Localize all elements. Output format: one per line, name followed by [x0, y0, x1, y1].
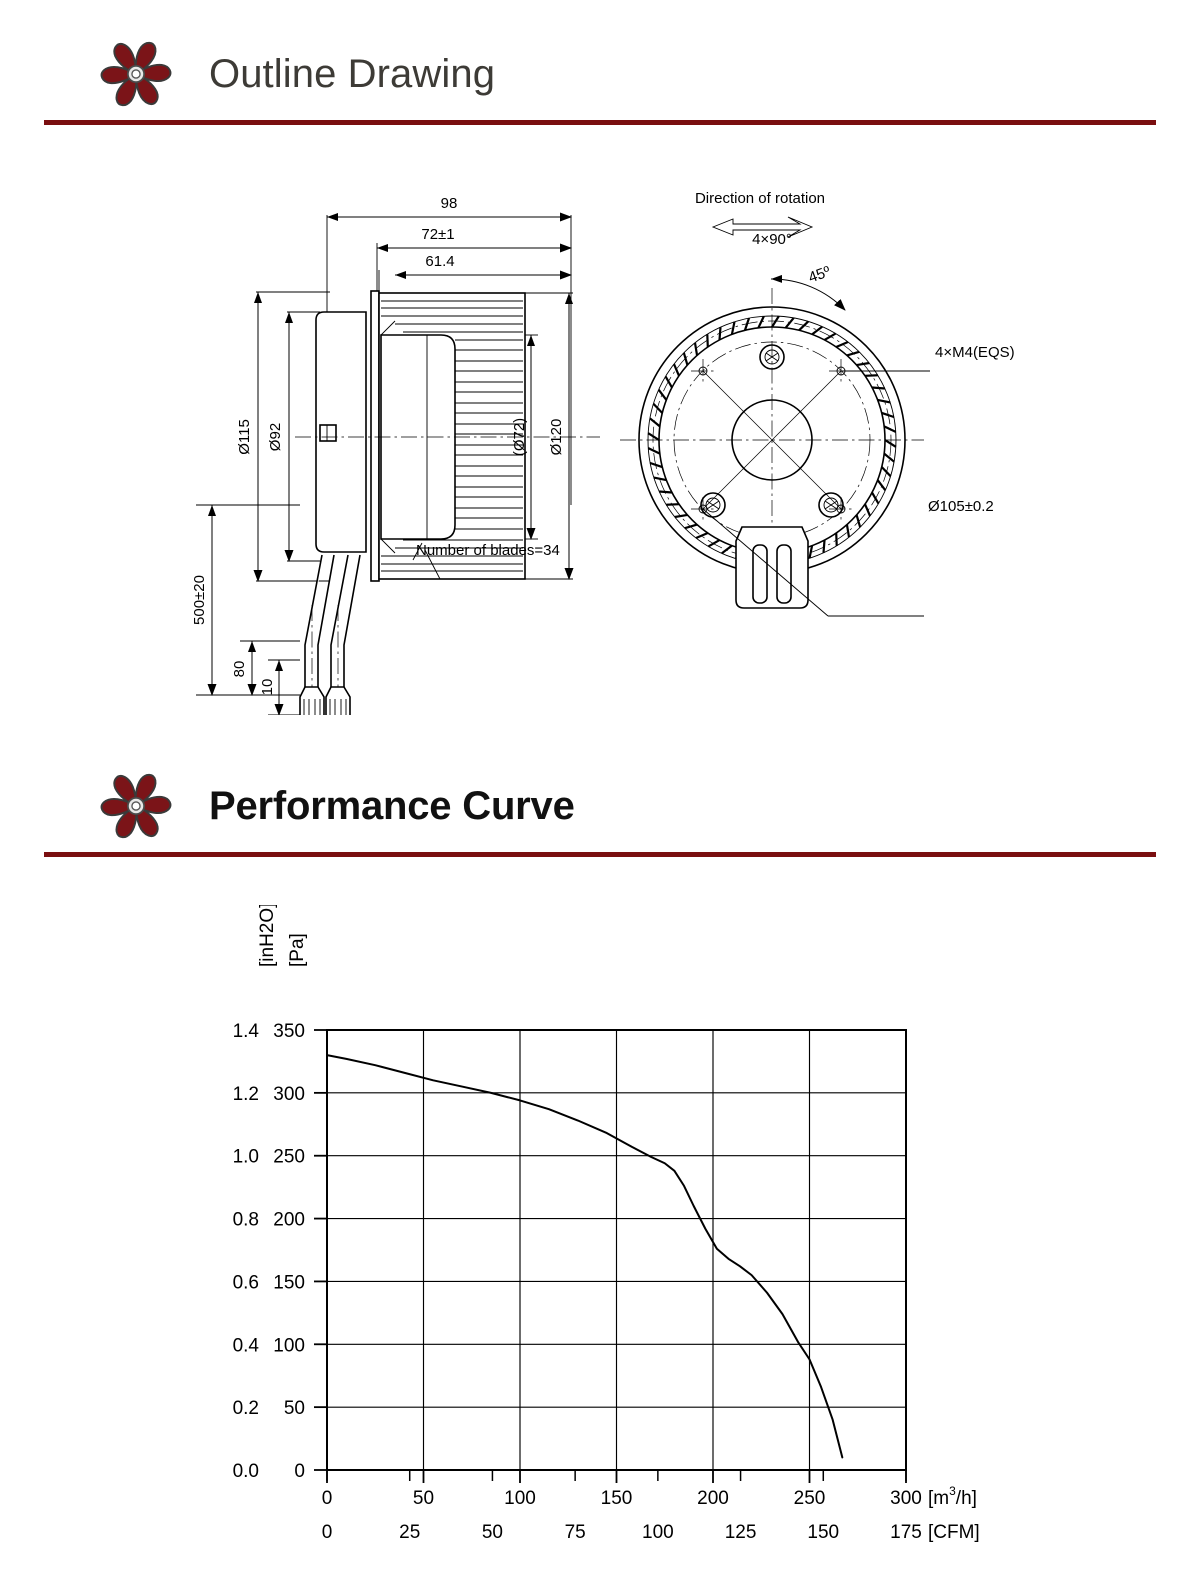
performance-curve-section-header: Performance Curve: [44, 760, 1156, 857]
page-title-performance: Performance Curve: [209, 783, 575, 828]
dim-80: 80: [231, 640, 300, 696]
fan-impeller-icon: [100, 41, 172, 107]
dim-label-72pm1: 72±1: [421, 226, 454, 243]
y-axis-unit-pa: [Pa]: [287, 933, 308, 967]
callout-label-dia105: Ø105±0.2: [928, 498, 994, 515]
x-tick-label-m3h: 0: [322, 1488, 333, 1509]
callout-dia105: Ø105±0.2: [702, 498, 994, 617]
y-tick-label-pa: 0: [294, 1461, 305, 1482]
rotation-note-label: Direction of rotation: [695, 190, 825, 207]
dim-label-dia115: Ø115: [236, 419, 253, 455]
dim-label-80: 80: [231, 661, 248, 678]
y-tick-label-pa: 350: [273, 1021, 305, 1042]
x-tick-label-m3h: 150: [601, 1488, 633, 1509]
chart-y-axis: 0 0.0 50 0.2 100 0.4 150 0.6 200 0.8 250 1.0 300 1.2 3…: [233, 1021, 327, 1482]
x-tick-label-m3h: 100: [504, 1488, 536, 1509]
dim-label-10: 10: [259, 679, 276, 696]
x-tick-label-cfm: 175: [890, 1522, 922, 1543]
y-tick-label-pa: 300: [273, 1084, 305, 1105]
y-tick-label-inh2o: 0.2: [233, 1398, 259, 1419]
y-tick-label-pa: 150: [273, 1272, 305, 1293]
side-section-view: 98 72±1 61.4: [191, 195, 600, 715]
y-axis-unit-inh2o: [inH2O]: [257, 905, 278, 967]
y-tick-label-inh2o: 1.0: [233, 1147, 259, 1168]
dim-dia92: Ø92: [267, 311, 320, 562]
y-tick-label-inh2o: 0.8: [233, 1210, 259, 1231]
x-axis-unit-cfm: [CFM]: [928, 1522, 980, 1543]
y-tick-label-pa: 200: [273, 1210, 305, 1231]
dim-label-45: 45º: [806, 263, 833, 287]
dim-61-4: 61.4: [395, 253, 572, 280]
mounting-screws: [700, 344, 844, 518]
x-tick-label-m3h: 250: [794, 1488, 826, 1509]
outline-drawing-canvas: 98 72±1 61.4: [0, 175, 1200, 715]
chart-gridlines: [327, 1030, 906, 1470]
x-tick-label-cfm: 100: [642, 1522, 674, 1543]
performance-chart-svg: 00.0500.21000.41500.62000.82501.03001.23…: [233, 905, 980, 1543]
dim-label-dia72: (Ø72): [511, 418, 528, 456]
dim-label-4x90: 4×90°: [752, 231, 792, 248]
outline-header-divider: [44, 120, 1156, 125]
y-tick-label-inh2o: 0.4: [233, 1335, 260, 1356]
dim-10: 10: [259, 659, 300, 715]
dim-label-dia92: Ø92: [267, 423, 284, 451]
impeller-blade-ring: [647, 315, 897, 565]
dim-dia120: Ø120: [525, 292, 574, 580]
rotation-arrow-icon: [711, 216, 814, 238]
y-tick-label-inh2o: 1.4: [233, 1021, 260, 1042]
chart-curve: [326, 1054, 844, 1459]
dim-label-dia120: Ø120: [548, 419, 565, 456]
page-title-outline: Outline Drawing: [209, 51, 496, 96]
performance-header-row: Performance Curve: [44, 760, 1156, 852]
performance-curve-line: [326, 1054, 844, 1459]
x-tick-label-cfm: 25: [399, 1522, 420, 1543]
x-axis-unit-m3h: [m3/h]: [928, 1484, 977, 1509]
x-tick-label-cfm: 75: [565, 1522, 586, 1543]
note-label-number-of-blades: Number of blades=34: [416, 542, 560, 559]
lead-wires: [299, 554, 361, 715]
y-tick-label-inh2o: 1.2: [233, 1084, 259, 1105]
y-tick-label-inh2o: 0.0: [233, 1461, 259, 1482]
dim-label-98: 98: [441, 195, 458, 212]
x-tick-label-cfm: 125: [725, 1522, 757, 1543]
callout-4xm4: 4×M4(EQS): [841, 344, 1015, 372]
x-tick-label-m3h: 50: [413, 1488, 434, 1509]
dim-label-500pm20: 500±20: [191, 575, 208, 625]
dim-dia72: (Ø72): [511, 334, 538, 540]
dim-98: 98: [327, 195, 572, 222]
x-tick-label-m3h: 200: [697, 1488, 729, 1509]
y-tick-label-pa: 50: [284, 1398, 305, 1419]
x-tick-label-m3h: 300: [890, 1488, 922, 1509]
callout-label-4xm4: 4×M4(EQS): [935, 344, 1015, 361]
x-tick-label-cfm: 150: [807, 1522, 839, 1543]
dim-45: 45º: [770, 263, 846, 311]
dim-label-61-4: 61.4: [425, 253, 454, 270]
dim-72pm1: 72±1: [377, 226, 572, 253]
outline-drawing-section-header: Outline Drawing: [44, 28, 1156, 125]
y-tick-label-inh2o: 0.6: [233, 1272, 259, 1293]
note-number-of-blades: Number of blades=34: [412, 542, 560, 580]
x-tick-label-cfm: 50: [482, 1522, 503, 1543]
chart-unit-labels: [Pa] [inH2O] [m3/h] [CFM]: [257, 905, 980, 1543]
outline-header-row: Outline Drawing: [44, 28, 1156, 120]
front-view: Direction of rotation 4×90° 45º: [620, 190, 1015, 617]
fan-impeller-icon: [100, 773, 172, 839]
performance-header-divider: [44, 852, 1156, 857]
x-tick-label-cfm: 0: [322, 1522, 333, 1543]
y-tick-label-pa: 100: [273, 1335, 305, 1356]
y-tick-label-pa: 250: [273, 1147, 305, 1168]
